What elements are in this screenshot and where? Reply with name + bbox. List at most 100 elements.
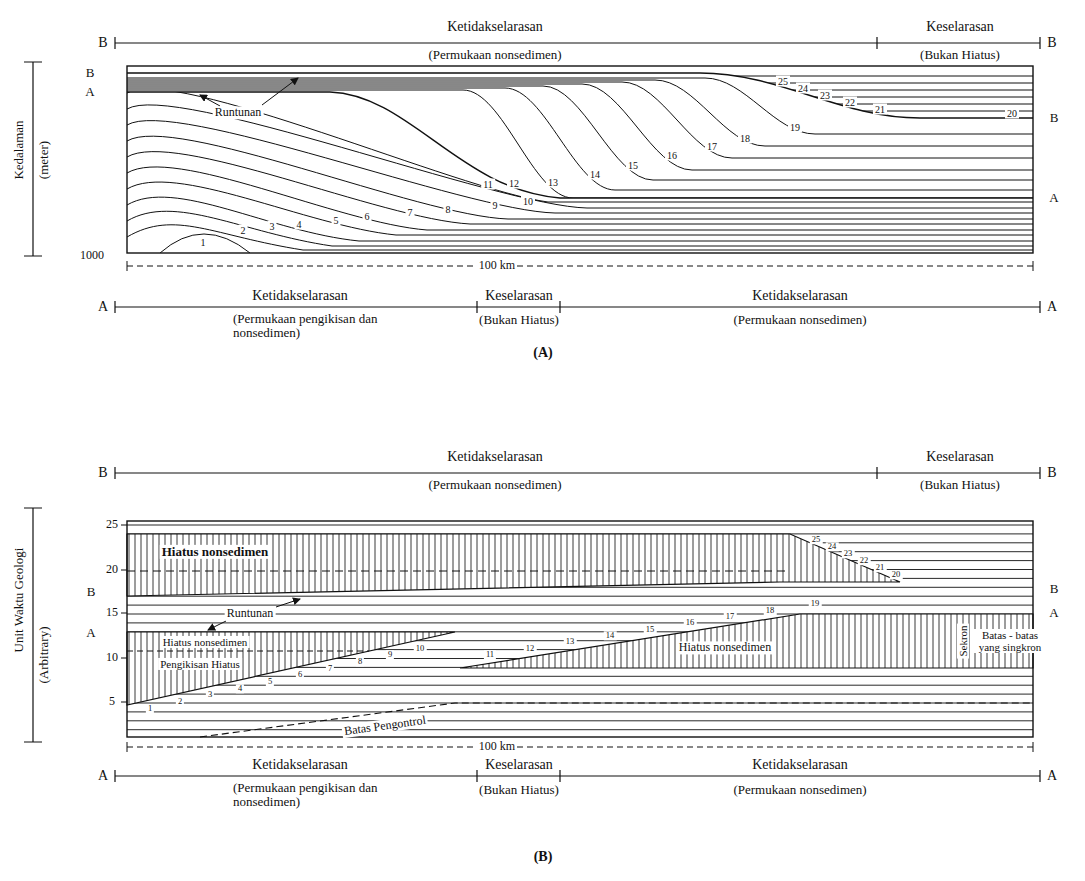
axis-unit: (Arbitrary) (37, 626, 51, 683)
unit-number: 24 (826, 542, 839, 551)
stratum-number: 17 (705, 141, 719, 152)
stratum-number: 10 (521, 196, 535, 207)
scale-bar (127, 261, 1033, 271)
bar-end-letter: B (98, 465, 107, 480)
chart-frame (127, 521, 1033, 737)
hiatus-region (127, 534, 900, 596)
surface-letter: A (1049, 606, 1058, 620)
bar-end-letter: A (98, 768, 108, 783)
bar-label: Ketidakselarasan (252, 757, 348, 772)
hiatus-label: Hiatus nonsedimen (161, 636, 250, 648)
control-boundary (200, 703, 1033, 737)
unit-number: 5 (266, 677, 274, 686)
unit-number: 9 (386, 650, 394, 659)
strata-lower (127, 105, 1033, 208)
boundary-label: Batas Pengontrol (341, 713, 428, 738)
strata-lower (160, 234, 250, 253)
strata-lower (127, 89, 1033, 202)
unit-number: 11 (484, 650, 496, 659)
sequence-boundary (127, 92, 1033, 198)
bar-sublabel: (Permukaan pengikisan dan nonsedimen) (233, 312, 408, 341)
bar-end-letter: B (98, 35, 107, 50)
surface-letter: A (86, 626, 95, 640)
axis-title: Unit Waktu Geologi (12, 548, 26, 653)
stratum-number: 19 (788, 122, 802, 133)
scale-label: 100 km (477, 740, 517, 753)
unit-number: 17 (724, 612, 737, 621)
scale-bar (127, 742, 1033, 752)
bar-sublabel: (Permukaan nonsedimen) (733, 313, 866, 327)
time-axis (121, 525, 127, 702)
stratum-number: 2 (239, 225, 248, 236)
unit-number: 6 (296, 670, 304, 679)
sequence-boundary (127, 66, 1033, 253)
bar-end-letter: A (1047, 768, 1057, 783)
unit-number: 7 (326, 664, 334, 673)
unit-number: 4 (236, 684, 244, 693)
unit-number: 22 (858, 556, 871, 565)
stratum-number: 20 (1005, 108, 1019, 119)
strata-upper (127, 82, 1033, 158)
hiatus-region (127, 571, 790, 572)
strata-upper (127, 78, 1033, 134)
stratum-number: 12 (507, 178, 521, 189)
strata-upper (127, 86, 1033, 180)
stratum-number: 21 (873, 104, 887, 115)
strata-upper (127, 88, 1033, 190)
unit-number: 19 (809, 599, 822, 608)
section-bar (115, 467, 1040, 782)
stratum-number: 5 (332, 215, 341, 226)
leader-arrow (262, 78, 298, 105)
panel-letter: (A) (533, 345, 552, 360)
surface-letter: B (1050, 582, 1059, 596)
axis-tick-label: 1000 (80, 249, 104, 262)
unit-number: 10 (414, 644, 427, 653)
stratum-number: 24 (796, 83, 810, 94)
axis-tick-label: 5 (109, 695, 115, 708)
unit-number: 8 (356, 657, 364, 666)
stratum-number: 16 (665, 150, 679, 161)
leader-arrow (208, 621, 226, 630)
stratum-number: 13 (546, 177, 560, 188)
hiatus-label: Hiatus nonsedimen (677, 641, 773, 654)
stratum-number: 1 (199, 237, 208, 248)
unit-number: 21 (874, 563, 887, 572)
surface-letter: B (87, 585, 96, 599)
stratum-number: 23 (818, 90, 832, 101)
bar-end-letter: A (1047, 299, 1057, 314)
bar-label: Ketidakselarasan (252, 288, 348, 303)
leader-arrow (200, 95, 220, 106)
bar-sublabel: (Bukan Hiatus) (479, 313, 559, 327)
leader-arrow (208, 599, 300, 630)
stratum-number: 9 (491, 200, 500, 211)
sequence-label: Runtunan (225, 607, 276, 620)
unit-number: 13 (564, 637, 577, 646)
bar-sublabel: (Permukaan nonsedimen) (428, 478, 561, 492)
hiatus-region (460, 614, 1033, 668)
scale-label: 100 km (477, 259, 517, 272)
leader-arrow (276, 599, 300, 607)
hiatus-label: Pengikisan Hiatus (158, 658, 242, 670)
axis-tick-label: 15 (106, 606, 118, 619)
bar-label: Keselarasan (485, 288, 553, 303)
axis-tick-label: 25 (106, 518, 118, 531)
stratum-number: 8 (444, 204, 453, 215)
bar-end-letter: B (1047, 35, 1056, 50)
bar-label: Keselarasan (926, 449, 994, 464)
axis-tick-label: 10 (106, 651, 118, 664)
scale-bar (127, 261, 1033, 271)
section-bar (115, 37, 1040, 313)
stratum-number: 4 (295, 219, 304, 230)
surface-letter: A (1049, 191, 1058, 205)
bar-sublabel: (Permukaan pengikisan dan nonsedimen) (233, 781, 408, 810)
bar-label: Ketidakselarasan (447, 19, 543, 34)
time-lines (127, 525, 1033, 730)
unit-number: 1 (146, 704, 154, 713)
unit-number: 18 (764, 606, 777, 615)
stratum-number: 22 (843, 97, 857, 108)
strata-upper (127, 90, 1033, 198)
unit-number: 23 (842, 549, 855, 558)
scale-bar (127, 742, 1033, 752)
panel-letter: (B) (534, 849, 553, 864)
hiatus-region (127, 651, 369, 652)
